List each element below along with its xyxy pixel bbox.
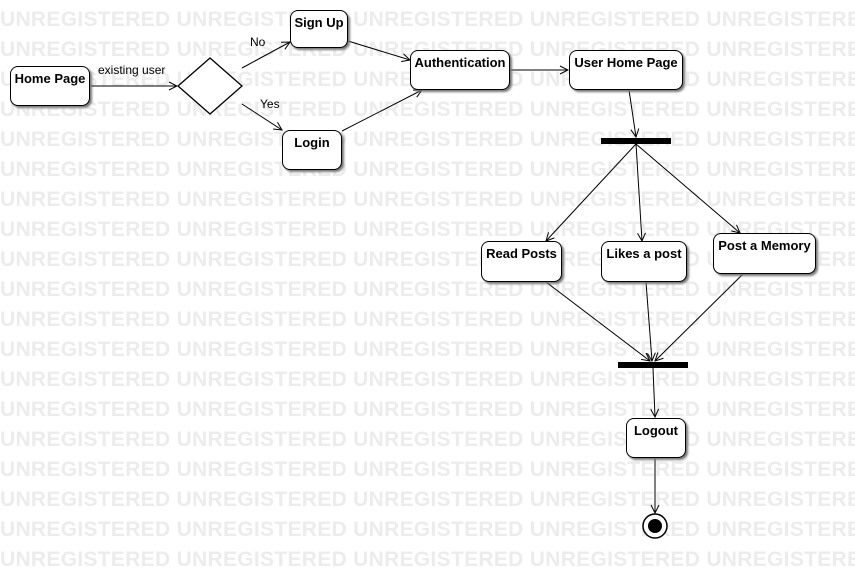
final-node-dot — [648, 519, 662, 533]
fork-bar — [601, 138, 671, 144]
edge-join-logout — [653, 367, 655, 417]
node-likes-a-post[interactable]: Likes a post — [601, 241, 687, 282]
edge-fork-readposts — [546, 143, 637, 241]
edge-postmemory-join — [655, 273, 744, 361]
node-logout[interactable]: Logout — [626, 418, 686, 458]
edge-readposts-join — [545, 281, 650, 361]
edge-fork-likes — [635, 143, 642, 241]
edge-label-yes: Yes — [260, 97, 280, 111]
decision-node — [177, 57, 243, 115]
node-authentication[interactable]: Authentication — [410, 50, 510, 90]
edge-fork-postmemory — [635, 143, 740, 233]
edge-decision-login — [241, 103, 282, 130]
node-home-page[interactable]: Home Page — [10, 66, 90, 106]
edge-userhome-fork — [628, 89, 636, 137]
edge-label-no: No — [250, 35, 266, 49]
node-sign-up[interactable]: Sign Up — [290, 10, 348, 48]
edge-likes-join — [645, 281, 652, 361]
join-bar — [618, 362, 688, 368]
node-post-a-memory[interactable]: Post a Memory — [713, 233, 816, 274]
node-user-home-page[interactable]: User Home Page — [569, 50, 683, 90]
edge-decision-signup — [241, 42, 290, 69]
edge-signup-auth — [347, 40, 410, 60]
node-read-posts[interactable]: Read Posts — [481, 241, 562, 282]
node-login[interactable]: Login — [282, 130, 342, 170]
edge-label-existing-user: existing user — [98, 63, 166, 77]
edge-login-auth — [341, 90, 422, 132]
